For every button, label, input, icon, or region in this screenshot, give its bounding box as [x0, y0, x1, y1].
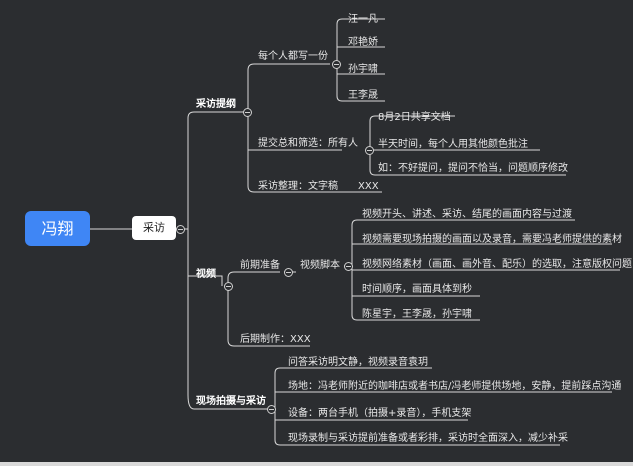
- node-preparation[interactable]: 前期准备: [240, 260, 280, 271]
- organize-value[interactable]: XXX: [358, 181, 379, 192]
- node-submit[interactable]: 提交总和筛选：所有人: [258, 138, 358, 149]
- submit-item-3[interactable]: 如：不好提问，提问不恰当，问题顺序修改: [378, 163, 568, 174]
- node-script[interactable]: 视频脚本: [300, 260, 340, 271]
- node-post-production[interactable]: 后期制作：XXX: [240, 334, 311, 345]
- collapse-toggle-per-person[interactable]: [332, 60, 341, 69]
- horizontal-scrollbar[interactable]: [0, 462, 633, 466]
- collapse-toggle-script[interactable]: [344, 262, 353, 271]
- collapse-toggle-shooting[interactable]: [267, 405, 276, 414]
- node-per-person[interactable]: 每个人都写一份: [258, 51, 328, 62]
- person-1[interactable]: 汪一凡: [348, 14, 378, 25]
- shooting-item-2[interactable]: 场地：冯老师附近的咖啡店或者书店/冯老师提供场地，安静，提前踩点沟通: [288, 381, 622, 392]
- submit-item-2[interactable]: 半天时间，每个人用其他颜色批注: [378, 139, 528, 150]
- person-2[interactable]: 邓艳娇: [348, 37, 378, 48]
- collapse-toggle-center[interactable]: [176, 225, 185, 234]
- shooting-item-1[interactable]: 问答采访明文静，视频录音袁玥: [288, 357, 428, 368]
- person-3[interactable]: 孙宇啸: [348, 64, 378, 75]
- collapse-toggle-interview-outline[interactable]: [243, 108, 252, 117]
- submit-item-1[interactable]: 8月2日共享文档: [378, 112, 451, 123]
- collapse-toggle-preparation[interactable]: [284, 268, 293, 277]
- branch-interview-outline[interactable]: 采访提纲: [196, 99, 236, 110]
- person-4[interactable]: 王李晟: [348, 90, 378, 101]
- script-item-4[interactable]: 时间顺序，画面具体到秒: [362, 284, 472, 295]
- shooting-item-3[interactable]: 设备：两台手机（拍摄+录音），手机支架: [288, 408, 472, 419]
- node-organize[interactable]: 采访整理：文字稿: [258, 181, 338, 192]
- root-node[interactable]: 冯翔: [25, 211, 90, 246]
- script-item-1[interactable]: 视频开头、讲述、采访、结尾的画面内容与过渡: [362, 209, 572, 220]
- collapse-toggle-video[interactable]: [224, 282, 233, 291]
- branch-shooting[interactable]: 现场拍摄与采访: [196, 396, 266, 407]
- script-item-5[interactable]: 陈星宇，王李晟，孙宇啸: [362, 309, 472, 320]
- branch-video[interactable]: 视频: [196, 269, 216, 280]
- shooting-item-4[interactable]: 现场录制与采访提前准备或者彩排，采访时全面深入，减少补采: [288, 433, 568, 444]
- center-node[interactable]: 采访: [132, 216, 176, 240]
- script-item-3[interactable]: 视频网络素材（画面、画外音、配乐）的选取，注意版权问题: [362, 259, 632, 270]
- collapse-toggle-submit[interactable]: [365, 146, 374, 155]
- script-item-2[interactable]: 视频需要现场拍摄的画面以及录音，需要冯老师提供的素材: [362, 234, 622, 245]
